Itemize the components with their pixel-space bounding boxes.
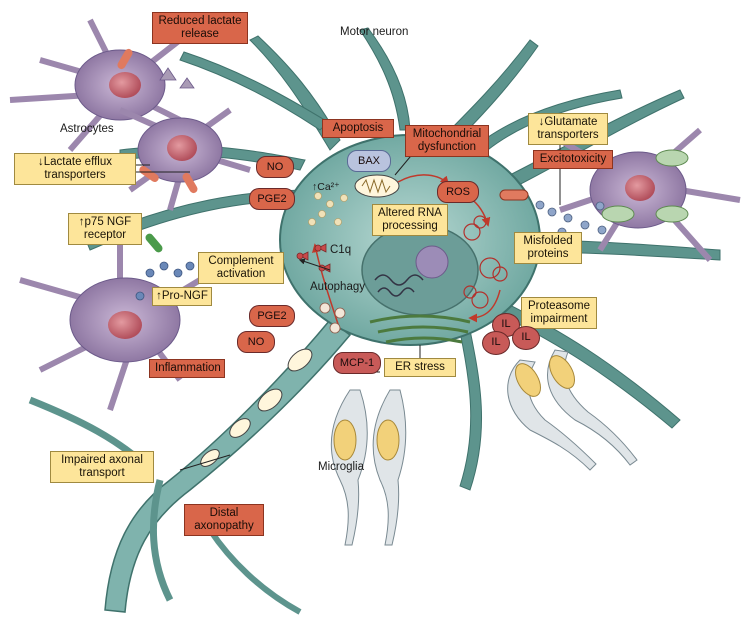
er-stress-label: ER stress <box>384 358 456 377</box>
il-badge-2: IL <box>482 331 510 355</box>
pge2-top-badge: PGE2 <box>249 188 295 210</box>
nucleolus <box>415 245 449 279</box>
astrocyte-top <box>9 18 182 152</box>
no-mid-badge: NO <box>237 331 275 353</box>
astrocytes-label: Astrocytes <box>60 123 114 135</box>
motor-neuron-axon <box>28 318 352 615</box>
astrocyte-left <box>19 230 202 411</box>
autophagy-vesicles <box>319 302 346 334</box>
impaired-axonal-transport-label: Impaired axonal transport <box>50 451 154 483</box>
leader-lines <box>135 135 561 471</box>
motor-neuron-label: Motor neuron <box>340 26 409 38</box>
no-top-badge: NO <box>256 156 294 178</box>
microglia-label: Microglia <box>318 461 365 473</box>
altered-rna-label: Altered RNA processing <box>372 204 448 236</box>
misfolded-proteins-label: Misfolded proteins <box>514 232 582 264</box>
il-badge-3: IL <box>512 326 540 350</box>
reduced-lactate-label: Reduced lactate release <box>152 12 248 44</box>
glutamate-transporters-label: ↓Glutamate transporters <box>528 113 608 145</box>
proteasome-impairment-label: Proteasome impairment <box>521 297 597 329</box>
pro-ngf-label: ↑Pro-NGF <box>152 287 212 306</box>
excitotoxicity-label: Excitotoxicity <box>533 150 613 169</box>
microglia-cells <box>330 349 638 546</box>
autophagy-label: Autophagy <box>310 281 365 293</box>
lactate-efflux-label: ↓Lactate efflux transporters <box>14 153 136 185</box>
mitochondrial-dysfunction-label: Mitochondrial dysfunction <box>405 125 489 157</box>
inflammation-label: Inflammation <box>149 359 225 378</box>
lactate-molecules <box>159 67 195 89</box>
mcp1-badge: MCP-1 <box>333 352 381 374</box>
ros-badge: ROS <box>437 181 479 203</box>
apoptosis-label: Apoptosis <box>322 119 394 138</box>
c1q-icon <box>296 243 331 273</box>
astrocyte-right <box>499 127 741 262</box>
glutamate-molecules <box>535 200 607 237</box>
endoplasmic-reticulum-icon <box>369 314 471 344</box>
p75-receptor-label: ↑p75 NGF receptor <box>68 213 142 245</box>
mitochondrion-icon <box>354 174 400 198</box>
bax-badge: BAX <box>347 150 391 172</box>
c1q-label: C1q <box>330 244 352 256</box>
complement-activation-label: Complement activation <box>198 252 284 284</box>
calcium-ions <box>308 192 348 226</box>
axon-mitochondrion-icon <box>200 348 313 467</box>
astrocyte-middle <box>118 107 251 211</box>
pge2-mid-badge: PGE2 <box>249 305 295 327</box>
distal-axonopathy-label: Distal axonopathy <box>184 504 264 536</box>
calcium-label: ↑Ca²⁺ <box>312 181 340 193</box>
